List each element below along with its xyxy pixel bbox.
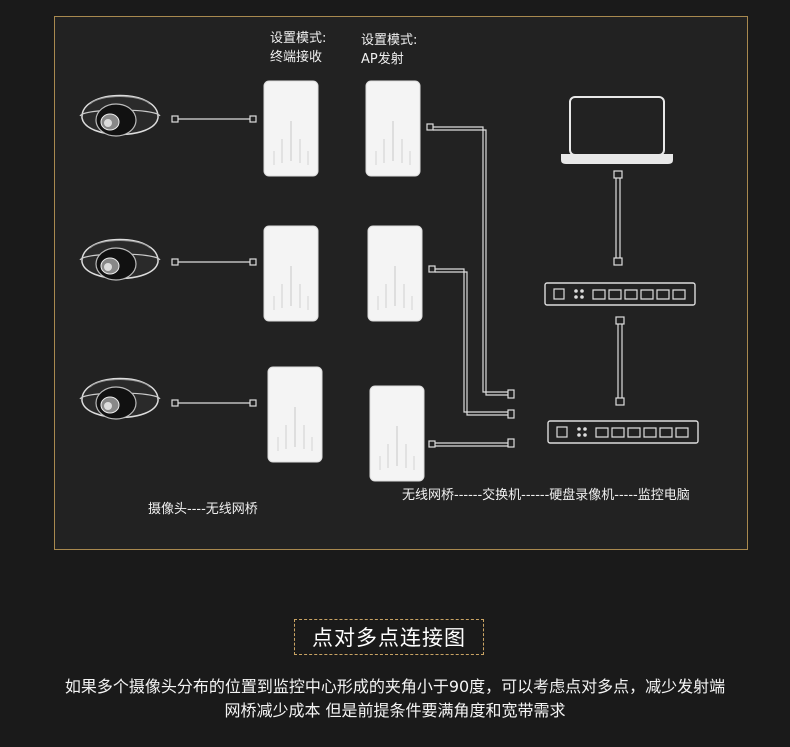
laptop-switch-cable xyxy=(613,170,623,266)
switch-nvr-cable xyxy=(615,316,625,406)
bridge-receiver-icon xyxy=(263,225,319,322)
ap-mode-label: 设置模式: AP发射 xyxy=(361,31,417,69)
network-chain-caption: 无线网桥------交换机------硬盘录像机-----监控电脑 xyxy=(402,488,690,503)
switch-icon xyxy=(547,420,699,444)
ap-mode-line2: AP发射 xyxy=(361,52,404,67)
camera-icon xyxy=(79,377,161,420)
camera-icon xyxy=(79,238,161,281)
camera-icon xyxy=(79,94,161,137)
ap-switch-cables xyxy=(426,123,515,448)
laptop-icon xyxy=(561,96,673,164)
bridge-ap-icon xyxy=(367,225,423,322)
receiver-mode-line1: 设置模式: xyxy=(270,31,327,46)
camera-bridge-caption: 摄像头----无线网桥 xyxy=(148,502,258,517)
bridge-ap-icon xyxy=(365,80,421,177)
bridge-receiver-icon xyxy=(267,366,323,463)
section-title: 点对多点连接图 xyxy=(294,619,484,655)
description-line2: 网桥减少成本 但是前提条件要满角度和宽带需求 xyxy=(224,701,566,720)
bridge-ap-icon xyxy=(369,385,425,482)
nvr-icon xyxy=(544,282,696,306)
receiver-mode-label: 设置模式: 终端接收 xyxy=(270,29,326,67)
description-line1: 如果多个摄像头分布的位置到监控中心形成的夹角小于90度，可以考虑点对多点，减少发… xyxy=(64,677,726,696)
bridge-receiver-icon xyxy=(263,80,319,177)
camera-bridge-cables xyxy=(171,115,257,407)
receiver-mode-line2: 终端接收 xyxy=(270,50,323,65)
ap-mode-line1: 设置模式: xyxy=(361,33,418,48)
